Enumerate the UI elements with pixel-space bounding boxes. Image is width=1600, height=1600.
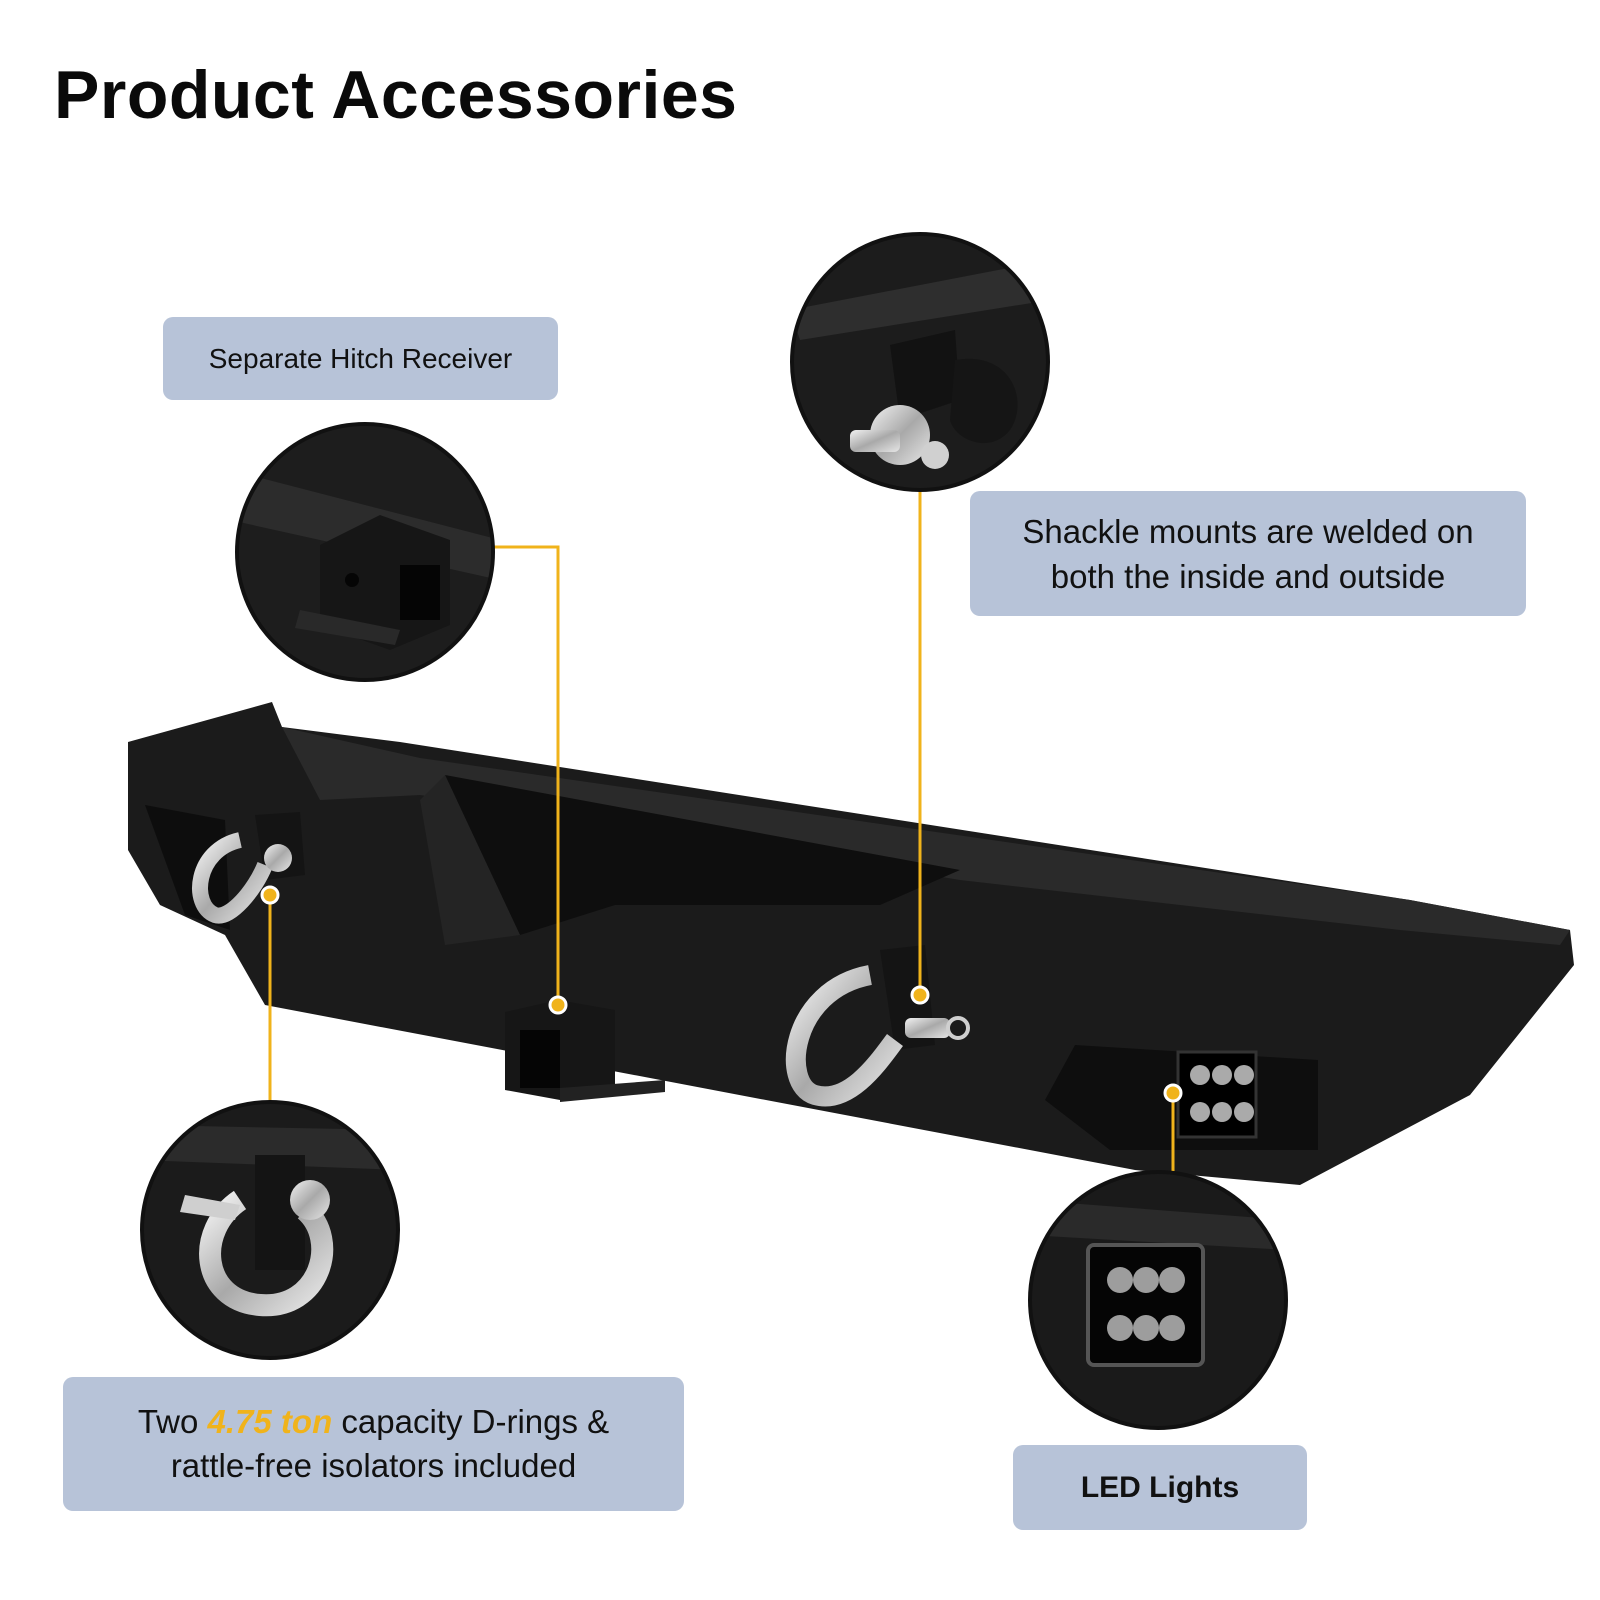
page-title: Product Accessories	[54, 57, 738, 133]
yellow-dot-icon	[260, 885, 1183, 1103]
callout-lines	[268, 490, 1175, 1172]
label-hitch-text: Separate Hitch Receiver	[208, 342, 513, 374]
label-shackle-line2: both the inside and outside	[1050, 557, 1446, 595]
label-led-text: LED Lights	[1080, 1470, 1240, 1504]
detail-circle-led	[1028, 1170, 1288, 1430]
detail-circle-hitch	[235, 422, 495, 682]
label-d-rings: Two 4.75 ton capacity D-rings & rattle-f…	[63, 1377, 684, 1511]
label-drings-line2: rattle-free isolators included	[170, 1447, 577, 1484]
label-drings-line1: Two 4.75 ton capacity D-rings &	[138, 1400, 609, 1444]
label-shackle-mounts: Shackle mounts are welded on both the in…	[970, 491, 1526, 616]
label-led-lights: LED Lights	[1013, 1445, 1307, 1530]
detail-circle-shackle-mount	[790, 232, 1050, 492]
label-hitch-receiver: Separate Hitch Receiver	[163, 317, 558, 400]
label-drings-highlight: 4.75 ton	[207, 1403, 333, 1440]
label-drings-prefix: Two	[137, 1403, 208, 1440]
label-shackle-line1: Shackle mounts are welded on	[1022, 512, 1474, 550]
detail-circle-d-ring	[140, 1100, 400, 1360]
bumper-image	[128, 702, 1574, 1185]
label-drings-suffix: capacity D-rings &	[332, 1403, 610, 1440]
